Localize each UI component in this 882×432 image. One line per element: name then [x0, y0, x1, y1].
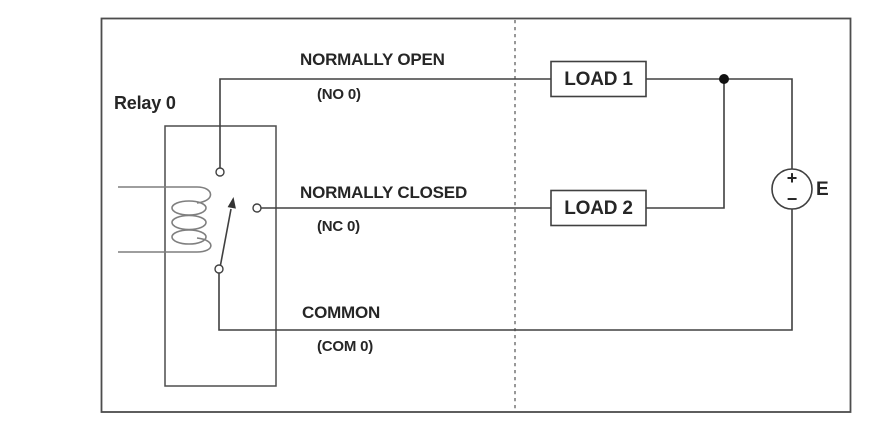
no-wire-right — [646, 78, 793, 169]
no-wire-left — [219, 78, 551, 168]
load2-box — [550, 189, 647, 227]
no-pin-label: (NO 0) — [317, 86, 361, 103]
plus-icon: + — [786, 168, 798, 188]
relay-coil — [118, 186, 212, 253]
nc-contact-terminal — [252, 203, 262, 213]
coil-turn-3 — [171, 229, 207, 245]
switch-arrow-icon — [227, 197, 236, 209]
relay-label: Relay 0 — [114, 93, 176, 113]
diagram-frame — [100, 17, 852, 413]
coil-lead-top — [118, 186, 212, 204]
nc-wire-right — [646, 79, 725, 209]
com-pin-label: (COM 0) — [317, 338, 374, 355]
coil-turn-1 — [171, 200, 207, 216]
common-wire — [218, 209, 793, 331]
no-contact-terminal — [215, 167, 225, 177]
voltage-source-circle — [771, 168, 813, 210]
load1-box — [550, 60, 647, 98]
normally-open-label: NORMALLY OPEN — [300, 50, 445, 69]
minus-icon: − — [786, 189, 798, 209]
normally-closed-label: NORMALLY CLOSED — [300, 183, 468, 202]
common-label: COMMON — [302, 303, 381, 322]
voltage-source-label: E — [816, 179, 829, 200]
circuit-wires — [218, 78, 793, 331]
coil-lead-bottom — [118, 237, 212, 253]
load1-label: LOAD 1 — [564, 68, 633, 90]
common-pivot-terminal — [214, 264, 224, 274]
load2-label: LOAD 2 — [564, 197, 633, 219]
switch-blade — [219, 208, 232, 266]
coil-turn-2 — [171, 214, 207, 231]
nc-pin-label: (NC 0) — [317, 218, 360, 235]
junction-dot — [719, 74, 729, 84]
